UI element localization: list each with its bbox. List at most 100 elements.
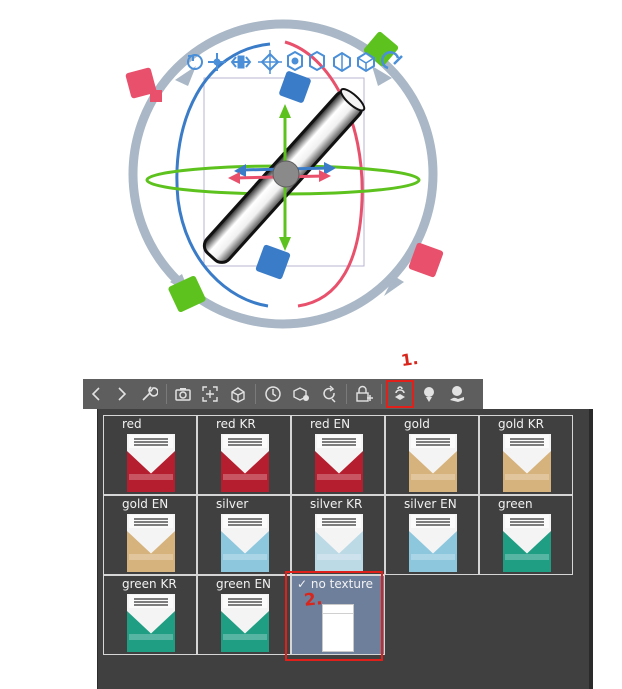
pack-warning-text [416, 524, 450, 526]
pack-warning-label [505, 515, 549, 528]
rotate-object-button[interactable] [287, 379, 315, 409]
cigarette-pack-thumbnail [409, 514, 457, 572]
pack-warning-text [228, 441, 262, 443]
texture-name: gold EN [122, 497, 169, 511]
rotation-ring-red[interactable] [284, 40, 364, 308]
texture-name: silver KR [310, 497, 363, 511]
settings-button[interactable] [135, 379, 163, 409]
object-toolbar [83, 379, 483, 409]
texture-item[interactable]: red EN [291, 415, 385, 495]
toolbar-separator [255, 384, 256, 404]
material-hand-button[interactable] [443, 379, 471, 409]
material-icon [424, 387, 434, 402]
pack-warning-text [134, 598, 168, 600]
reset-button[interactable] [315, 379, 343, 409]
3d-gizmo-viewport[interactable] [0, 0, 622, 370]
pivot-sphere[interactable] [272, 160, 300, 188]
clock-icon [265, 386, 281, 402]
pack-warning-text [510, 524, 544, 526]
texture-item[interactable]: silver [197, 495, 291, 575]
toolbar-separator [166, 384, 167, 404]
pack-warning-label [223, 595, 267, 608]
texture-item[interactable]: red KR [197, 415, 291, 495]
texture-item[interactable]: gold [385, 415, 479, 495]
material-button[interactable] [415, 379, 443, 409]
move-plane-icon[interactable] [258, 50, 282, 74]
texture-item[interactable]: gold EN [103, 495, 197, 575]
texture-item[interactable]: silver KR [291, 495, 385, 575]
pack-warning-text [510, 518, 544, 520]
pack-brand-mark [223, 554, 267, 560]
pack-warning-text [322, 444, 356, 446]
pack-warning-text [416, 518, 450, 520]
texture-name: gold KR [498, 417, 544, 431]
pack-color-band [503, 451, 551, 492]
pack-color-band [409, 451, 457, 492]
texture-item[interactable]: red [103, 415, 197, 495]
clock-button[interactable] [259, 379, 287, 409]
texture-item[interactable]: green EN [197, 575, 291, 655]
pack-color-band [221, 451, 269, 492]
lock-add-icon [356, 385, 373, 402]
ring-arrow-top-right [372, 66, 392, 86]
snap-object-icon[interactable] [381, 51, 403, 70]
texture-item-label: green [498, 497, 533, 511]
rotation-ring-outer[interactable] [128, 19, 438, 329]
rotate-camera-icon[interactable] [187, 54, 203, 70]
rotation-ring-blue[interactable] [175, 42, 271, 308]
pack-warning-label [223, 435, 267, 448]
move-object-icon[interactable] [357, 51, 375, 73]
pack-warning-text [134, 518, 168, 520]
pack-color-band [127, 451, 175, 492]
pack-warning-label [411, 435, 455, 448]
prev-button[interactable] [83, 379, 109, 409]
next-button[interactable] [109, 379, 135, 409]
next-icon [118, 387, 127, 401]
pack-warning-text [228, 518, 262, 520]
camera-button[interactable] [170, 379, 196, 409]
texture-item[interactable]: silver EN [385, 495, 479, 575]
pack-color-band [127, 611, 175, 652]
fit-view-button[interactable] [196, 379, 224, 409]
lock-add-button[interactable] [350, 379, 378, 409]
panel-scrollbar[interactable] [589, 409, 593, 689]
pack-color-band [315, 531, 363, 572]
texture-item[interactable]: green KR [103, 575, 197, 655]
texture-icon [395, 386, 405, 400]
texture-item[interactable]: green [479, 495, 573, 575]
object-button[interactable] [224, 379, 252, 409]
scale-object-icon[interactable] [333, 51, 351, 73]
toolbar-separator [346, 384, 347, 404]
rotate-handle-red-left[interactable] [125, 67, 162, 102]
cigarette-pack-thumbnail [221, 594, 269, 652]
pack-warning-text [416, 521, 450, 523]
pack-warning-text [228, 604, 262, 606]
pan-camera-icon[interactable] [208, 53, 226, 71]
pack-warning-text [416, 444, 450, 446]
rotate-handle-green-bottom[interactable] [167, 275, 206, 313]
move-handle-blue-top[interactable] [278, 70, 311, 103]
cigarette-pack-thumbnail [315, 434, 363, 492]
dolly-camera-icon[interactable] [230, 55, 252, 69]
texture-item-label: green EN [216, 577, 271, 591]
texture-button[interactable] [385, 379, 415, 409]
texture-name: red EN [310, 417, 351, 431]
pack-brand-mark [223, 474, 267, 480]
rotate-handle-red-right[interactable] [408, 242, 444, 278]
move-handle-blue-bottom[interactable] [255, 244, 291, 280]
pack-warning-text [510, 441, 544, 443]
cigarette-pack-thumbnail [127, 594, 175, 652]
rotate-object-icon[interactable] [287, 50, 303, 72]
pack-warning-text [322, 441, 356, 443]
texture-item[interactable]: ✓ no texture [285, 571, 385, 661]
cigarette-pack-thumbnail [127, 434, 175, 492]
annotation-step-1: 1. [399, 348, 420, 371]
pack-warning-label [129, 435, 173, 448]
rotate-xy-icon[interactable] [309, 50, 325, 72]
texture-item[interactable]: gold KR [479, 415, 573, 495]
pack-warning-text [322, 521, 356, 523]
cigarette-pack-thumbnail [221, 514, 269, 572]
cigarette-pack-thumbnail [315, 514, 363, 572]
object-icon [231, 387, 245, 403]
